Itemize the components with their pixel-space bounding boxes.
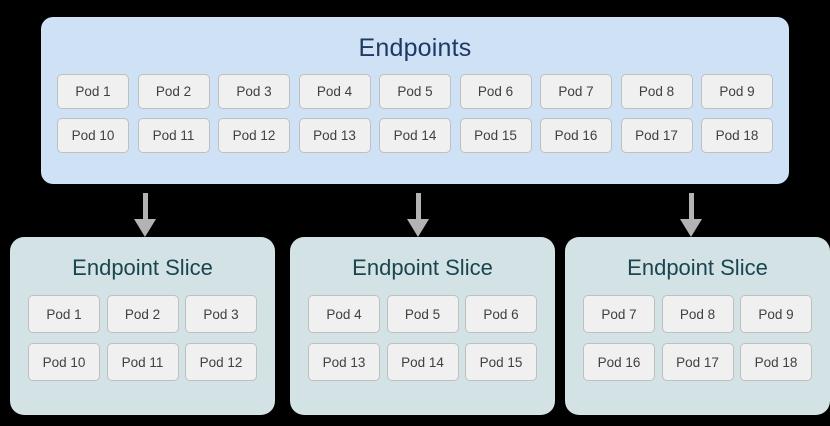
pod-chip[interactable]: Pod 9 bbox=[701, 74, 773, 109]
endpoint-slice-pod-grid: Pod 4 Pod 5 Pod 6 Pod 13 Pod 14 Pod 15 bbox=[290, 281, 555, 381]
pod-chip[interactable]: Pod 11 bbox=[137, 118, 210, 153]
pod-chip[interactable]: Pod 11 bbox=[106, 343, 179, 381]
pod-chip[interactable]: Pod 17 bbox=[661, 343, 734, 381]
endpoints-title: Endpoints bbox=[358, 34, 472, 62]
pod-chip[interactable]: Pod 15 bbox=[459, 118, 532, 153]
pod-chip[interactable]: Pod 3 bbox=[218, 74, 290, 109]
pod-chip[interactable]: Pod 14 bbox=[379, 118, 451, 153]
pod-chip[interactable]: Pod 16 bbox=[540, 118, 612, 153]
pod-chip[interactable]: Pod 1 bbox=[28, 295, 100, 333]
pod-chip[interactable]: Pod 13 bbox=[298, 118, 371, 153]
pod-chip[interactable]: Pod 12 bbox=[185, 343, 257, 381]
pod-chip[interactable]: Pod 13 bbox=[308, 343, 380, 381]
pod-chip[interactable]: Pod 8 bbox=[661, 295, 734, 333]
pod-chip[interactable]: Pod 2 bbox=[137, 74, 210, 109]
pod-chip[interactable]: Pod 15 bbox=[465, 343, 537, 381]
arrow-head bbox=[680, 219, 702, 237]
pod-chip[interactable]: Pod 4 bbox=[298, 74, 371, 109]
endpoint-slice-title: Endpoint Slice bbox=[72, 255, 213, 280]
endpoints-pod-grid: Pod 1 Pod 2 Pod 3 Pod 4 Pod 5 Pod 6 Pod … bbox=[41, 63, 789, 153]
endpoint-slice-panel: Endpoint Slice Pod 4 Pod 5 Pod 6 Pod 13 … bbox=[290, 237, 555, 415]
endpoint-slice-pod-row: Pod 7 Pod 8 Pod 9 bbox=[583, 295, 812, 333]
pod-chip[interactable]: Pod 7 bbox=[540, 74, 612, 109]
pod-chip[interactable]: Pod 10 bbox=[28, 343, 100, 381]
arrow-shaft bbox=[143, 193, 148, 221]
pod-chip[interactable]: Pod 3 bbox=[185, 295, 257, 333]
arrow-down-icon bbox=[680, 193, 702, 237]
pod-chip[interactable]: Pod 6 bbox=[459, 74, 532, 109]
arrow-head bbox=[407, 219, 429, 237]
pod-chip[interactable]: Pod 18 bbox=[740, 343, 812, 381]
endpoint-slice-pod-grid: Pod 1 Pod 2 Pod 3 Pod 10 Pod 11 Pod 12 bbox=[10, 281, 275, 381]
pod-chip[interactable]: Pod 16 bbox=[583, 343, 655, 381]
endpoint-slice-pod-grid: Pod 7 Pod 8 Pod 9 Pod 16 Pod 17 Pod 18 bbox=[565, 281, 830, 381]
pod-chip[interactable]: Pod 10 bbox=[57, 118, 129, 153]
endpoint-slice-pod-row: Pod 10 Pod 11 Pod 12 bbox=[28, 343, 257, 381]
pod-chip[interactable]: Pod 4 bbox=[308, 295, 380, 333]
endpoint-slice-pod-row: Pod 1 Pod 2 Pod 3 bbox=[28, 295, 257, 333]
pod-chip[interactable]: Pod 2 bbox=[106, 295, 179, 333]
pod-chip[interactable]: Pod 1 bbox=[57, 74, 129, 109]
pod-chip[interactable]: Pod 9 bbox=[740, 295, 812, 333]
endpoint-slice-title: Endpoint Slice bbox=[627, 255, 768, 280]
endpoint-slice-pod-row: Pod 13 Pod 14 Pod 15 bbox=[308, 343, 537, 381]
endpoints-pod-row: Pod 1 Pod 2 Pod 3 Pod 4 Pod 5 Pod 6 Pod … bbox=[57, 74, 773, 109]
pod-chip[interactable]: Pod 5 bbox=[386, 295, 459, 333]
endpoint-slice-pod-row: Pod 4 Pod 5 Pod 6 bbox=[308, 295, 537, 333]
pod-chip[interactable]: Pod 18 bbox=[701, 118, 773, 153]
pod-chip[interactable]: Pod 12 bbox=[218, 118, 290, 153]
arrow-shaft bbox=[416, 193, 421, 221]
pod-chip[interactable]: Pod 7 bbox=[583, 295, 655, 333]
endpoint-slice-panel: Endpoint Slice Pod 1 Pod 2 Pod 3 Pod 10 … bbox=[10, 237, 275, 415]
arrow-down-icon bbox=[407, 193, 429, 237]
endpoints-pod-row: Pod 10 Pod 11 Pod 12 Pod 13 Pod 14 Pod 1… bbox=[57, 118, 773, 153]
arrow-down-icon bbox=[134, 193, 156, 237]
endpoints-panel: Endpoints Pod 1 Pod 2 Pod 3 Pod 4 Pod 5 … bbox=[41, 17, 789, 184]
pod-chip[interactable]: Pod 5 bbox=[379, 74, 451, 109]
endpoint-slice-pod-row: Pod 16 Pod 17 Pod 18 bbox=[583, 343, 812, 381]
pod-chip[interactable]: Pod 14 bbox=[386, 343, 459, 381]
arrow-shaft bbox=[689, 193, 694, 221]
endpoint-slice-panel: Endpoint Slice Pod 7 Pod 8 Pod 9 Pod 16 … bbox=[565, 237, 830, 415]
arrow-head bbox=[134, 219, 156, 237]
pod-chip[interactable]: Pod 6 bbox=[465, 295, 537, 333]
pod-chip[interactable]: Pod 17 bbox=[620, 118, 693, 153]
pod-chip[interactable]: Pod 8 bbox=[620, 74, 693, 109]
endpoint-slice-title: Endpoint Slice bbox=[352, 255, 493, 280]
